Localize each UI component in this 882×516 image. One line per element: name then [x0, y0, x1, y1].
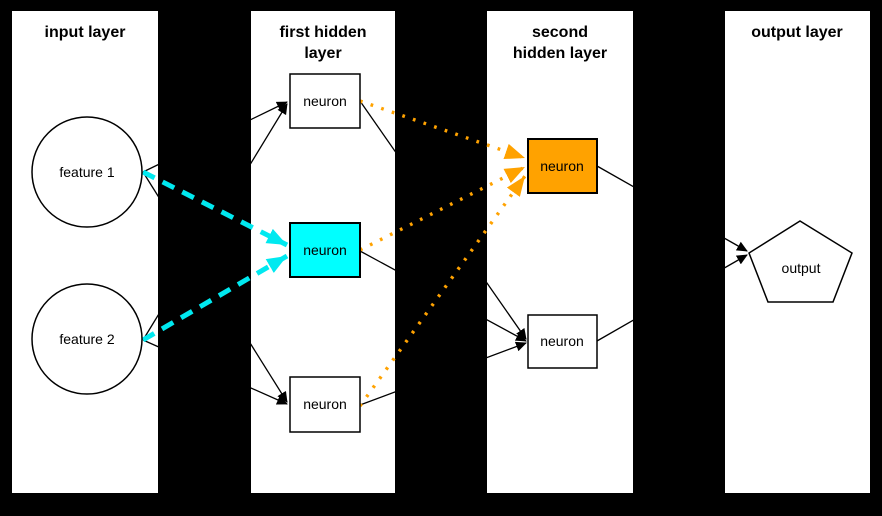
label-feature2: feature 2 — [59, 331, 114, 347]
label-output: output — [782, 260, 821, 276]
label-h2-bottom: neuron — [540, 333, 584, 349]
title-second-hidden-line1: second — [532, 24, 588, 41]
panel-input-layer — [12, 11, 158, 493]
edge-feature1-h1top — [142, 101, 288, 173]
edge-feature2-h1top — [142, 103, 288, 341]
node-h2-bottom — [527, 314, 598, 369]
node-h2-top — [527, 138, 598, 194]
edge-feature2-h1mid-highlight — [141, 253, 289, 343]
title-input-layer: input layer — [45, 24, 126, 41]
label-h1-bottom: neuron — [303, 396, 347, 412]
label-h1-top: neuron — [303, 93, 347, 109]
edge-h2top-output — [596, 165, 748, 252]
edge-h2bottom-output — [596, 254, 748, 342]
title-output-layer: output layer — [751, 24, 843, 41]
label-h1-mid: neuron — [303, 242, 347, 258]
edge-feature1-h1mid-highlight — [141, 169, 289, 248]
title-first-hidden-line1: first hidden — [279, 24, 366, 41]
panel-second-hidden-layer — [487, 11, 633, 493]
edge-h1bottom-h2top-highlight — [358, 175, 527, 407]
edge-h1bottom-h2bottom — [359, 341, 527, 406]
node-h1-bottom — [289, 376, 361, 433]
node-output — [748, 220, 853, 303]
title-first-hidden-line2: layer — [304, 45, 341, 62]
node-h1-top — [289, 73, 361, 129]
edge-feature1-h1bottom — [142, 171, 288, 403]
title-second-hidden-line2: hidden layer — [513, 45, 607, 62]
edge-h1top-h2bottom — [359, 100, 527, 340]
node-h1-mid — [289, 222, 361, 278]
label-feature1: feature 1 — [59, 164, 114, 180]
label-h2-top: neuron — [540, 158, 584, 174]
node-feature2 — [31, 283, 143, 395]
node-feature1 — [31, 116, 143, 228]
edge-h1mid-h2bottom — [359, 250, 527, 342]
edge-feature2-h1bottom — [142, 339, 288, 405]
